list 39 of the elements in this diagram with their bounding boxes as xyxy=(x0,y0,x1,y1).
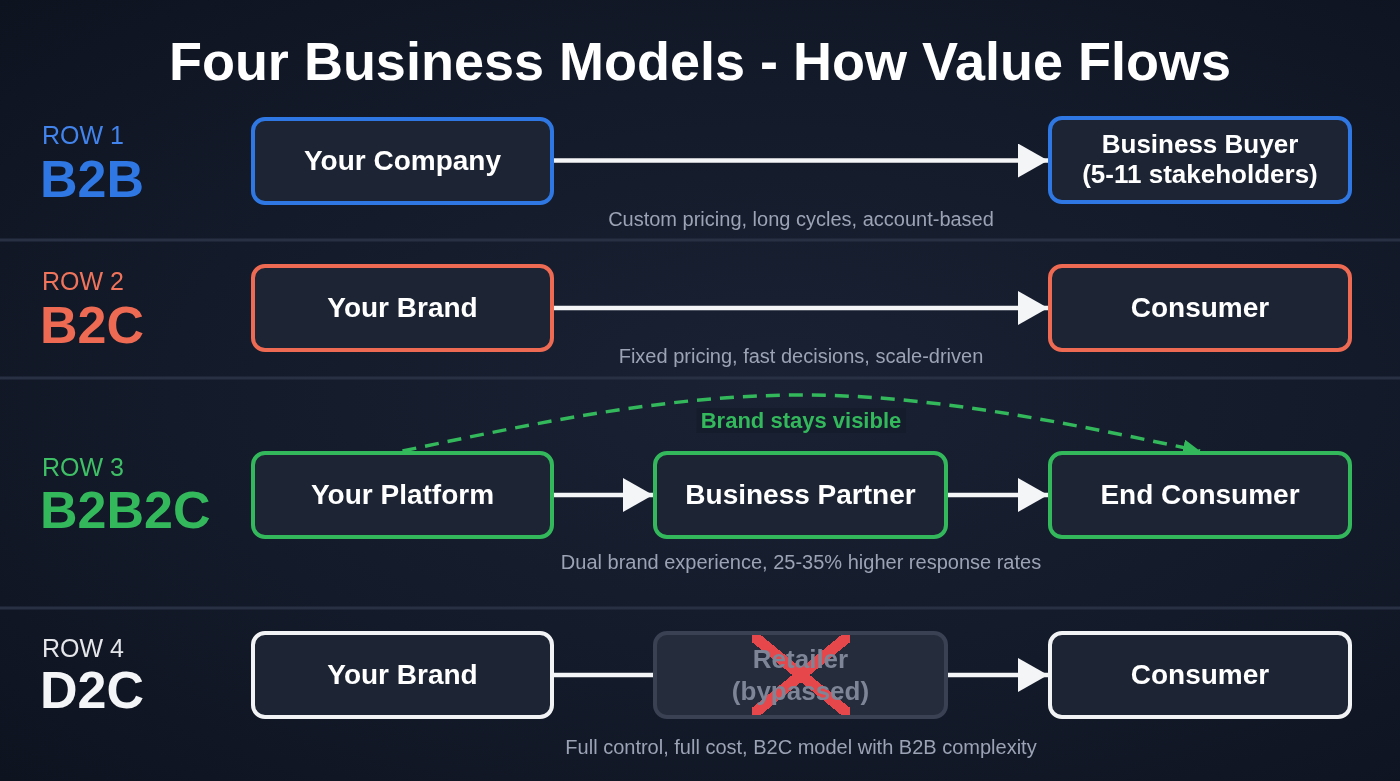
entity-box xyxy=(251,264,554,352)
row-caption: Fixed pricing, fast decisions, scale-driven xyxy=(618,344,984,368)
entity-box xyxy=(251,117,554,205)
entity-label: End Consumer xyxy=(1100,478,1300,512)
connector-line xyxy=(554,672,653,678)
entity-label: Business Partner xyxy=(685,478,916,512)
row-caption: Dual brand experience, 25-35% higher response rates xyxy=(560,550,1042,574)
entity-box xyxy=(251,451,554,539)
model-name: B2B2C xyxy=(40,481,211,541)
entity-label: Consumer xyxy=(1130,291,1270,325)
arrow xyxy=(554,478,653,512)
row-number: ROW 2 xyxy=(42,266,124,296)
entity-box xyxy=(1048,451,1352,539)
entity-label: Your Brand xyxy=(327,291,478,325)
entity-label: Your Brand xyxy=(327,658,478,692)
entity-box xyxy=(1048,116,1352,204)
row-caption: Custom pricing, long cycles, account-based xyxy=(608,207,994,231)
edge-label: Brand stays visible xyxy=(696,408,906,434)
model-name: B2C xyxy=(40,296,145,356)
row-number: ROW 4 xyxy=(42,633,124,663)
entity-box xyxy=(653,451,948,539)
entity-box xyxy=(1048,264,1352,352)
entity-label: Consumer xyxy=(1130,658,1270,692)
arrow xyxy=(554,143,1048,178)
entity-label: Your Company xyxy=(303,144,502,178)
entity-label: Your Platform xyxy=(310,478,495,512)
entity-box xyxy=(251,631,554,719)
entity-label: Business Buyer (5-11 stakeholders) xyxy=(1081,130,1319,190)
entity-box xyxy=(1048,631,1352,719)
row-number: ROW 3 xyxy=(42,452,124,482)
title: Four Business Models - How Value Flows xyxy=(168,30,1232,93)
model-name: D2C xyxy=(40,661,145,721)
crossed-out-entity-box xyxy=(653,631,948,719)
arrow xyxy=(948,478,1048,512)
model-name: B2B xyxy=(40,150,145,210)
arrow xyxy=(948,658,1048,692)
row-caption: Full control, full cost, B2C model with B2B complexity xyxy=(565,735,1037,759)
arrow xyxy=(554,291,1048,325)
row-number: ROW 1 xyxy=(42,120,124,150)
